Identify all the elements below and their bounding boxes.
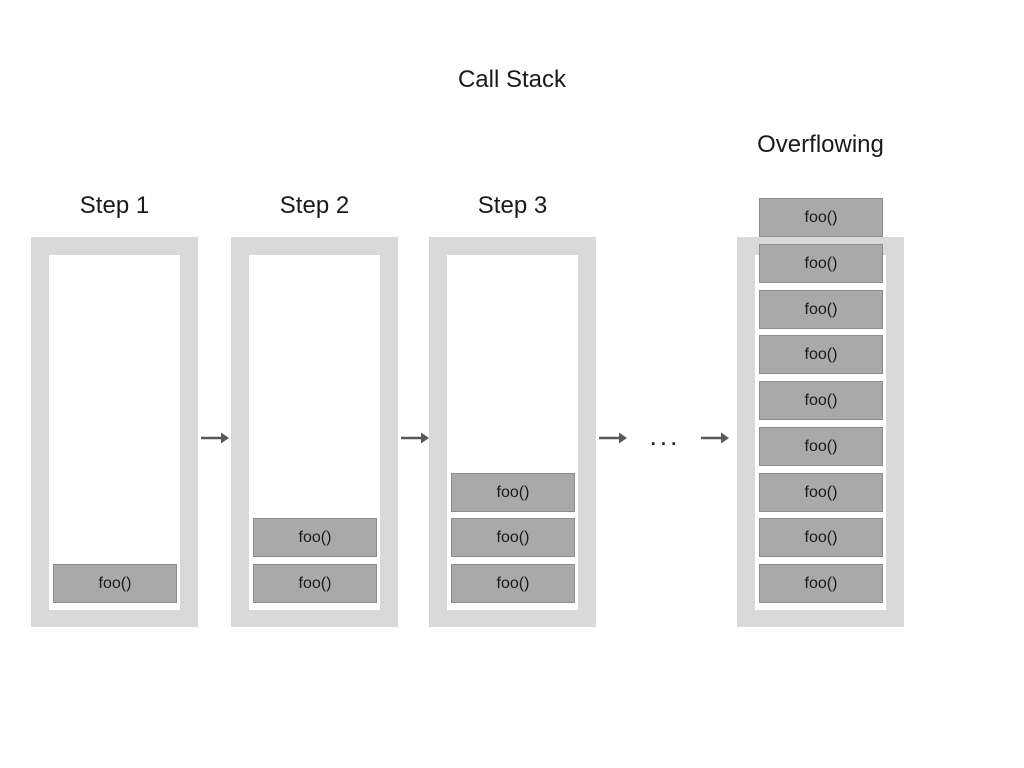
arrow-right-icon (200, 431, 230, 445)
stack-frame: foo() (451, 473, 575, 512)
stack-frame: foo() (53, 564, 177, 603)
stack-frame: foo() (759, 564, 883, 603)
stack-label-overflowing: Overflowing (757, 131, 884, 158)
stack-inner (49, 255, 180, 610)
stack-container-step-1 (31, 237, 198, 627)
ellipsis-label: ... (649, 421, 681, 451)
stack-frame: foo() (759, 335, 883, 374)
stack-frame: foo() (759, 518, 883, 557)
stack-frame: foo() (759, 427, 883, 466)
arrow-right-icon (400, 431, 430, 445)
stack-frame: foo() (451, 564, 575, 603)
stack-label-step-2: Step 2 (279, 192, 350, 219)
arrow-right-icon (700, 431, 730, 445)
stack-frame: foo() (759, 244, 883, 283)
stack-frame: foo() (253, 518, 377, 557)
arrow-right-icon (598, 431, 628, 445)
stack-label-step-1: Step 1 (79, 192, 150, 219)
stack-frame: foo() (759, 473, 883, 512)
stack-frame: foo() (253, 564, 377, 603)
stack-frame: foo() (759, 198, 883, 237)
stack-frame: foo() (759, 290, 883, 329)
stack-frame: foo() (451, 518, 575, 557)
stack-label-step-3: Step 3 (477, 192, 548, 219)
stack-frame: foo() (759, 381, 883, 420)
diagram-title: Call Stack (457, 66, 567, 93)
